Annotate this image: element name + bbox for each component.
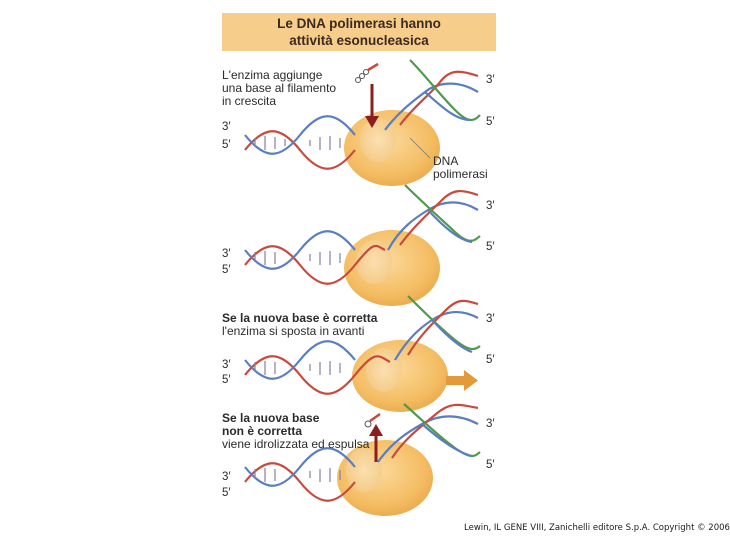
- label-3prime: 3′: [222, 248, 231, 260]
- caption-panel-3: Se la nuova base è corretta l'enzima si …: [222, 312, 377, 338]
- label-5prime: 5′: [222, 374, 231, 386]
- label-3prime: 3′: [222, 471, 231, 483]
- title-banner: Le DNA polimerasi hanno attività esonucl…: [222, 13, 496, 51]
- label-5prime: 5′: [486, 459, 495, 471]
- panel-3: [244, 295, 481, 412]
- label-5prime: 5′: [486, 241, 495, 253]
- enzyme-pointer-line: [409, 137, 431, 159]
- dna-fork-right: [384, 59, 481, 131]
- active-site: [356, 240, 392, 284]
- title-line-1: Le DNA polimerasi hanno: [277, 16, 441, 31]
- label-3prime: 3′: [486, 74, 495, 86]
- expelled-nucleotide: [364, 412, 381, 428]
- forward-arrow-icon: [446, 370, 478, 391]
- caption-bold-line: non è corretta: [222, 424, 303, 438]
- arrow-up-icon: [369, 424, 383, 462]
- enzyme-label: DNA polimerasi: [433, 155, 488, 181]
- dna-duplex-left: [244, 447, 356, 502]
- label-5prime: 5′: [222, 139, 231, 151]
- dna-duplex-left: [244, 340, 391, 395]
- caption-line: viene idrolizzata ed espulsa: [222, 437, 370, 451]
- copyright-footer: Lewin, IL GENE VIII, Zanichelli editore …: [464, 523, 730, 533]
- panel-4: [244, 403, 481, 516]
- active-site: [366, 348, 402, 392]
- active-site: [346, 448, 382, 492]
- caption-panel-1: L'enzima aggiunge una base al filamento …: [222, 69, 336, 108]
- dna-fork-right: [387, 184, 481, 251]
- dna-fork-right: [394, 295, 481, 361]
- caption-bold-line: Se la nuova base è corretta: [222, 311, 378, 325]
- incoming-nucleotide: [355, 62, 379, 83]
- label-3prime: 3′: [486, 418, 495, 430]
- label-3prime: 3′: [486, 313, 495, 325]
- dna-duplex-left: [244, 230, 386, 285]
- caption-line: una base al filamento: [222, 81, 337, 95]
- arrow-down-icon: [365, 84, 379, 128]
- enzyme-label-line: polimerasi: [433, 167, 488, 181]
- label-5prime: 5′: [222, 264, 231, 276]
- label-3prime: 3′: [222, 121, 231, 133]
- panel-1: [244, 59, 481, 186]
- panel-2: [244, 184, 481, 306]
- label-5prime: 5′: [486, 116, 495, 128]
- dna-fork-right: [377, 403, 481, 463]
- caption-line: l'enzima si sposta in avanti: [222, 324, 365, 338]
- caption-bold-line: Se la nuova base: [222, 411, 320, 425]
- caption-line: L'enzima aggiunge: [222, 68, 323, 82]
- dna-duplex-left: [244, 115, 356, 170]
- caption-panel-4: Se la nuova base non è corretta viene id…: [222, 412, 369, 451]
- label-5prime: 5′: [222, 487, 231, 499]
- title-line-2: attività esonucleasica: [289, 33, 429, 48]
- label-3prime: 3′: [486, 200, 495, 212]
- label-3prime: 3′: [222, 359, 231, 371]
- caption-line: in crescita: [222, 94, 277, 108]
- label-5prime: 5′: [486, 354, 495, 366]
- enzyme-label-line: DNA: [433, 154, 459, 168]
